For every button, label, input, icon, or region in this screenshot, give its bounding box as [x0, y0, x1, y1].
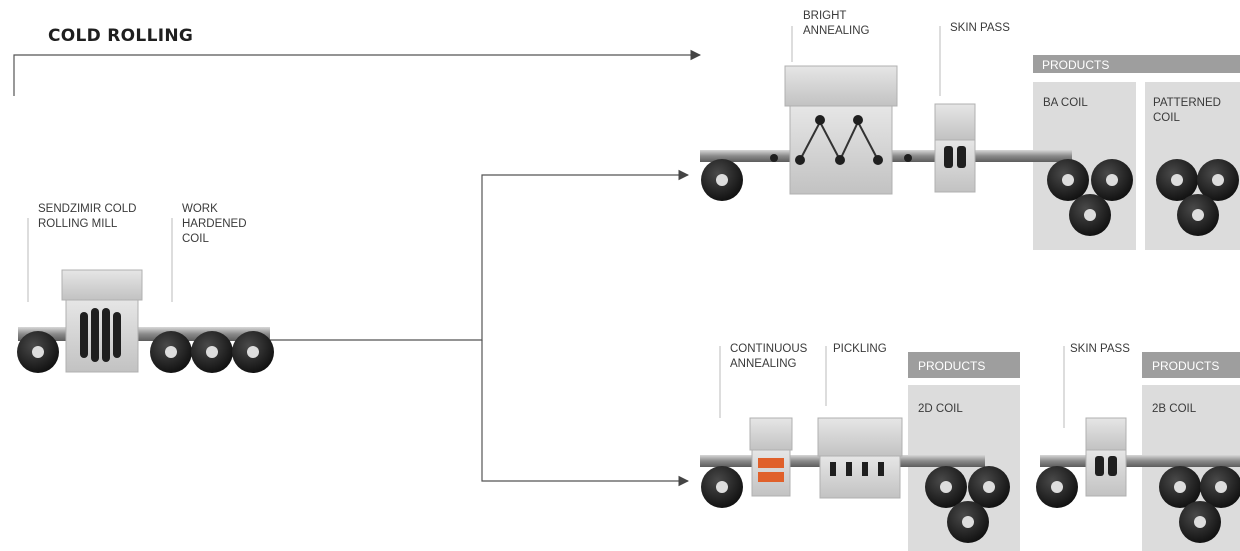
- products-header-top: [1033, 55, 1240, 73]
- products-header-2b: [1142, 352, 1240, 378]
- coil-icon: [947, 501, 989, 543]
- heater-icon: [758, 458, 784, 468]
- skin-pass-top-icon: [934, 139, 976, 193]
- coil-icon: [701, 159, 743, 201]
- heater-icon: [758, 472, 784, 482]
- top-flow-arrow: [13, 49, 702, 96]
- coil-icon: [925, 466, 967, 508]
- top-line-group: BRIGHT ANNEALING SKIN PASS PRODUCTS BA C…: [700, 10, 1240, 250]
- coil-icon: [1069, 194, 1111, 236]
- mill-housing-top: [61, 269, 143, 301]
- page-title: COLD ROLLING: [48, 26, 193, 46]
- skin-pass-housing: [1085, 417, 1127, 451]
- coil-icon: [191, 331, 233, 373]
- coil-icon: [968, 466, 1010, 508]
- products-header-2b-label: PRODUCTS: [1152, 359, 1219, 373]
- coil-icon: [17, 331, 59, 373]
- coil-icon: [1177, 194, 1219, 236]
- sendzimir-label: SENDZIMIR COLD ROLLING MILL: [38, 203, 140, 230]
- pickling-tank-icon: [819, 455, 901, 499]
- products-header-2d: [908, 352, 1020, 378]
- coil-icon: [1179, 501, 1221, 543]
- coil-icon: [150, 331, 192, 373]
- products-header-top-label: PRODUCTS: [1042, 58, 1109, 72]
- skin-pass-bottom-label: SKIN PASS: [1070, 343, 1130, 355]
- coil-icon: [1200, 466, 1240, 508]
- pickling-hood: [817, 417, 903, 457]
- 2b-coil-label: 2B COIL: [1152, 403, 1197, 415]
- coil-icon: [1159, 466, 1201, 508]
- branch-arrow-top: [270, 169, 690, 341]
- bright-annealing-furnace-icon: [789, 105, 893, 195]
- bright-annealing-label: BRIGHT ANNEALING: [803, 10, 870, 37]
- furnace-hood: [784, 65, 898, 107]
- work-hardened-label: WORK HARDENED COIL: [182, 203, 250, 245]
- products-header-2d-label: PRODUCTS: [918, 359, 985, 373]
- ba-coil-label: BA COIL: [1043, 97, 1088, 109]
- patterned-coil-label: PATTERNED COIL: [1153, 97, 1224, 124]
- steel-strip: [1040, 455, 1240, 467]
- skin-pass-bottom-icon: [1085, 449, 1127, 497]
- steel-strip: [18, 327, 270, 341]
- branch-arrow-bottom: [481, 340, 690, 487]
- skin-pass-housing: [934, 103, 976, 141]
- coil-icon: [1091, 159, 1133, 201]
- pickling-label: PICKLING: [833, 343, 887, 355]
- coil-icon: [701, 466, 743, 508]
- coil-icon: [1047, 159, 1089, 201]
- coil-icon: [1197, 159, 1239, 201]
- coil-icon: [232, 331, 274, 373]
- coil-icon: [1156, 159, 1198, 201]
- skin-pass-top-label: SKIN PASS: [950, 22, 1010, 34]
- sendzimir-group: SENDZIMIR COLD ROLLING MILL WORK HARDENE…: [17, 203, 274, 373]
- annealing-housing: [749, 417, 793, 451]
- 2d-coil-label: 2D COIL: [918, 403, 963, 415]
- coil-icon: [1036, 466, 1078, 508]
- bottom-line-group: CONTINUOUS ANNEALING PICKLING SKIN PASS …: [700, 343, 1240, 551]
- continuous-annealing-label: CONTINUOUS ANNEALING: [730, 343, 811, 370]
